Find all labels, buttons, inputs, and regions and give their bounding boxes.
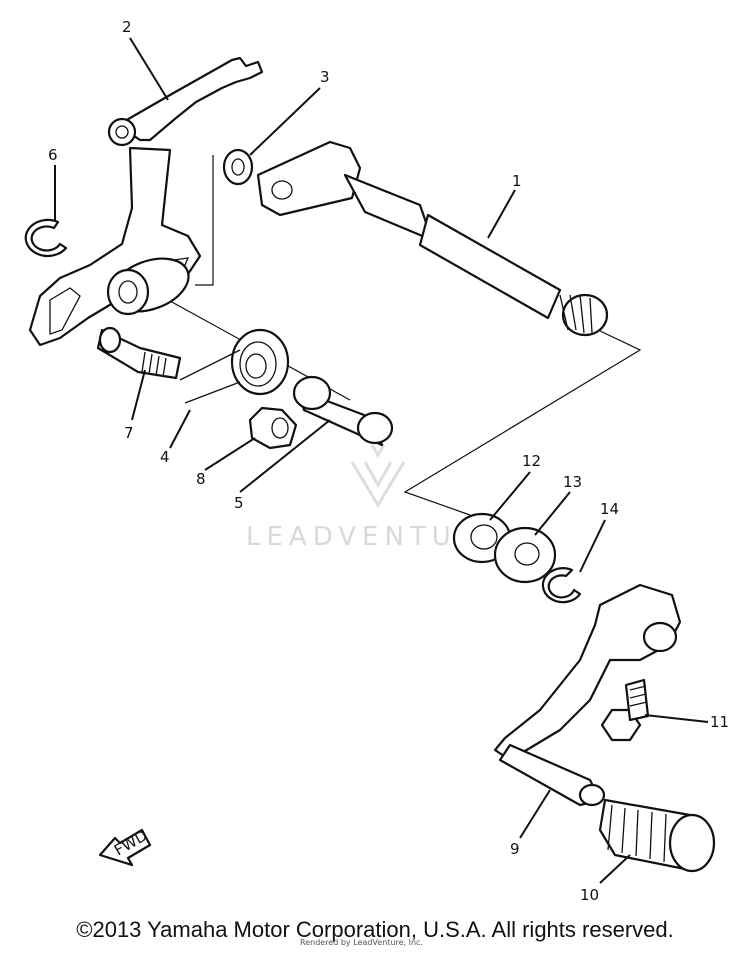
callout-12: 12 [522,452,541,470]
part-5-roller [292,375,394,447]
callout-14: 14 [600,500,619,518]
part-11-bolt [600,678,650,742]
part-8-nut [248,406,298,450]
arm-pivot-boss [106,257,190,316]
callout-5: 5 [234,494,244,512]
copyright-notice: ©2013 Yamaha Motor Corporation, U.S.A. A… [76,917,674,942]
part-3-washer [222,148,254,186]
part-6-circlip [24,218,68,257]
callout-9: 9 [510,840,520,858]
callout-2: 2 [122,18,132,36]
callout-10: 10 [580,886,599,904]
callout-3: 3 [320,68,330,86]
rendered-by-credit: Rendered by LeadVenture, Inc. [300,938,423,947]
part-10-pedal-rubber [598,798,716,873]
callout-8: 8 [196,470,206,488]
part-14-circlip [541,567,582,604]
part-7-pin [96,326,182,380]
part-2-shift-arm [28,56,264,347]
part-1-shift-shaft [256,140,609,337]
callout-1: 1 [512,172,522,190]
callout-13: 13 [563,473,582,491]
part-13-washer [493,526,557,584]
callout-7: 7 [124,424,134,442]
callout-4: 4 [160,448,170,466]
part-4-spring [179,328,290,404]
part-9-shift-pedal [493,583,682,807]
callout-6: 6 [48,146,58,164]
callout-labels: 2 3 1 6 7 4 8 5 12 13 14 11 9 10 [48,18,729,904]
leader-lines [54,37,709,884]
callout-11: 11 [710,713,729,731]
forward-arrow-icon: FWD [98,826,152,867]
